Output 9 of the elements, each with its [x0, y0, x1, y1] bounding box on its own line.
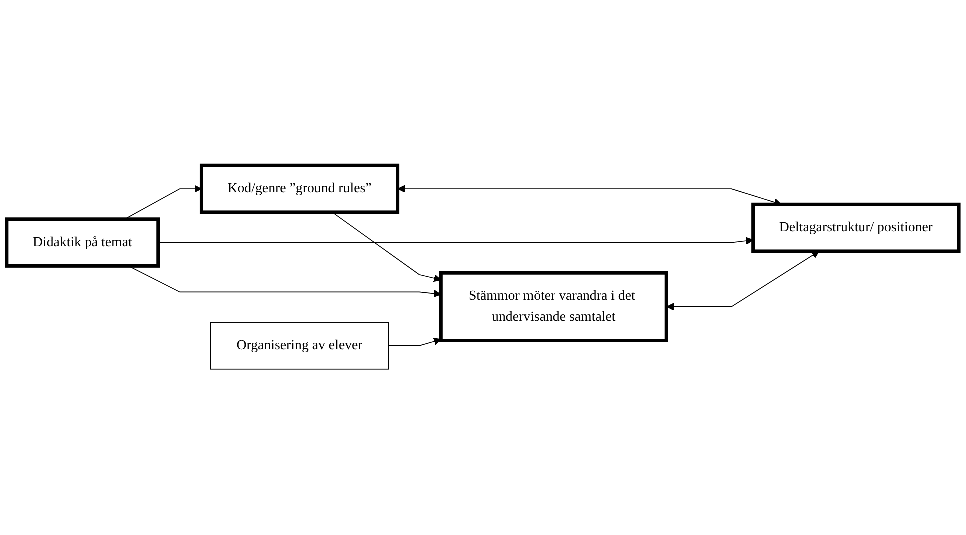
- arrow: [666, 251, 820, 311]
- arrow: [388, 338, 442, 346]
- node-box: Stämmor möter varandra i det undervisande samtalet: [439, 271, 668, 342]
- arrow: [332, 212, 442, 282]
- node-box: Didaktik på temat: [5, 218, 160, 268]
- node-box: Organisering av elever: [210, 322, 390, 370]
- arrow: [158, 237, 754, 245]
- node-box: Deltagarstruktur/ positioner: [752, 202, 961, 254]
- node-box: Kod/genre ”ground rules”: [200, 164, 400, 214]
